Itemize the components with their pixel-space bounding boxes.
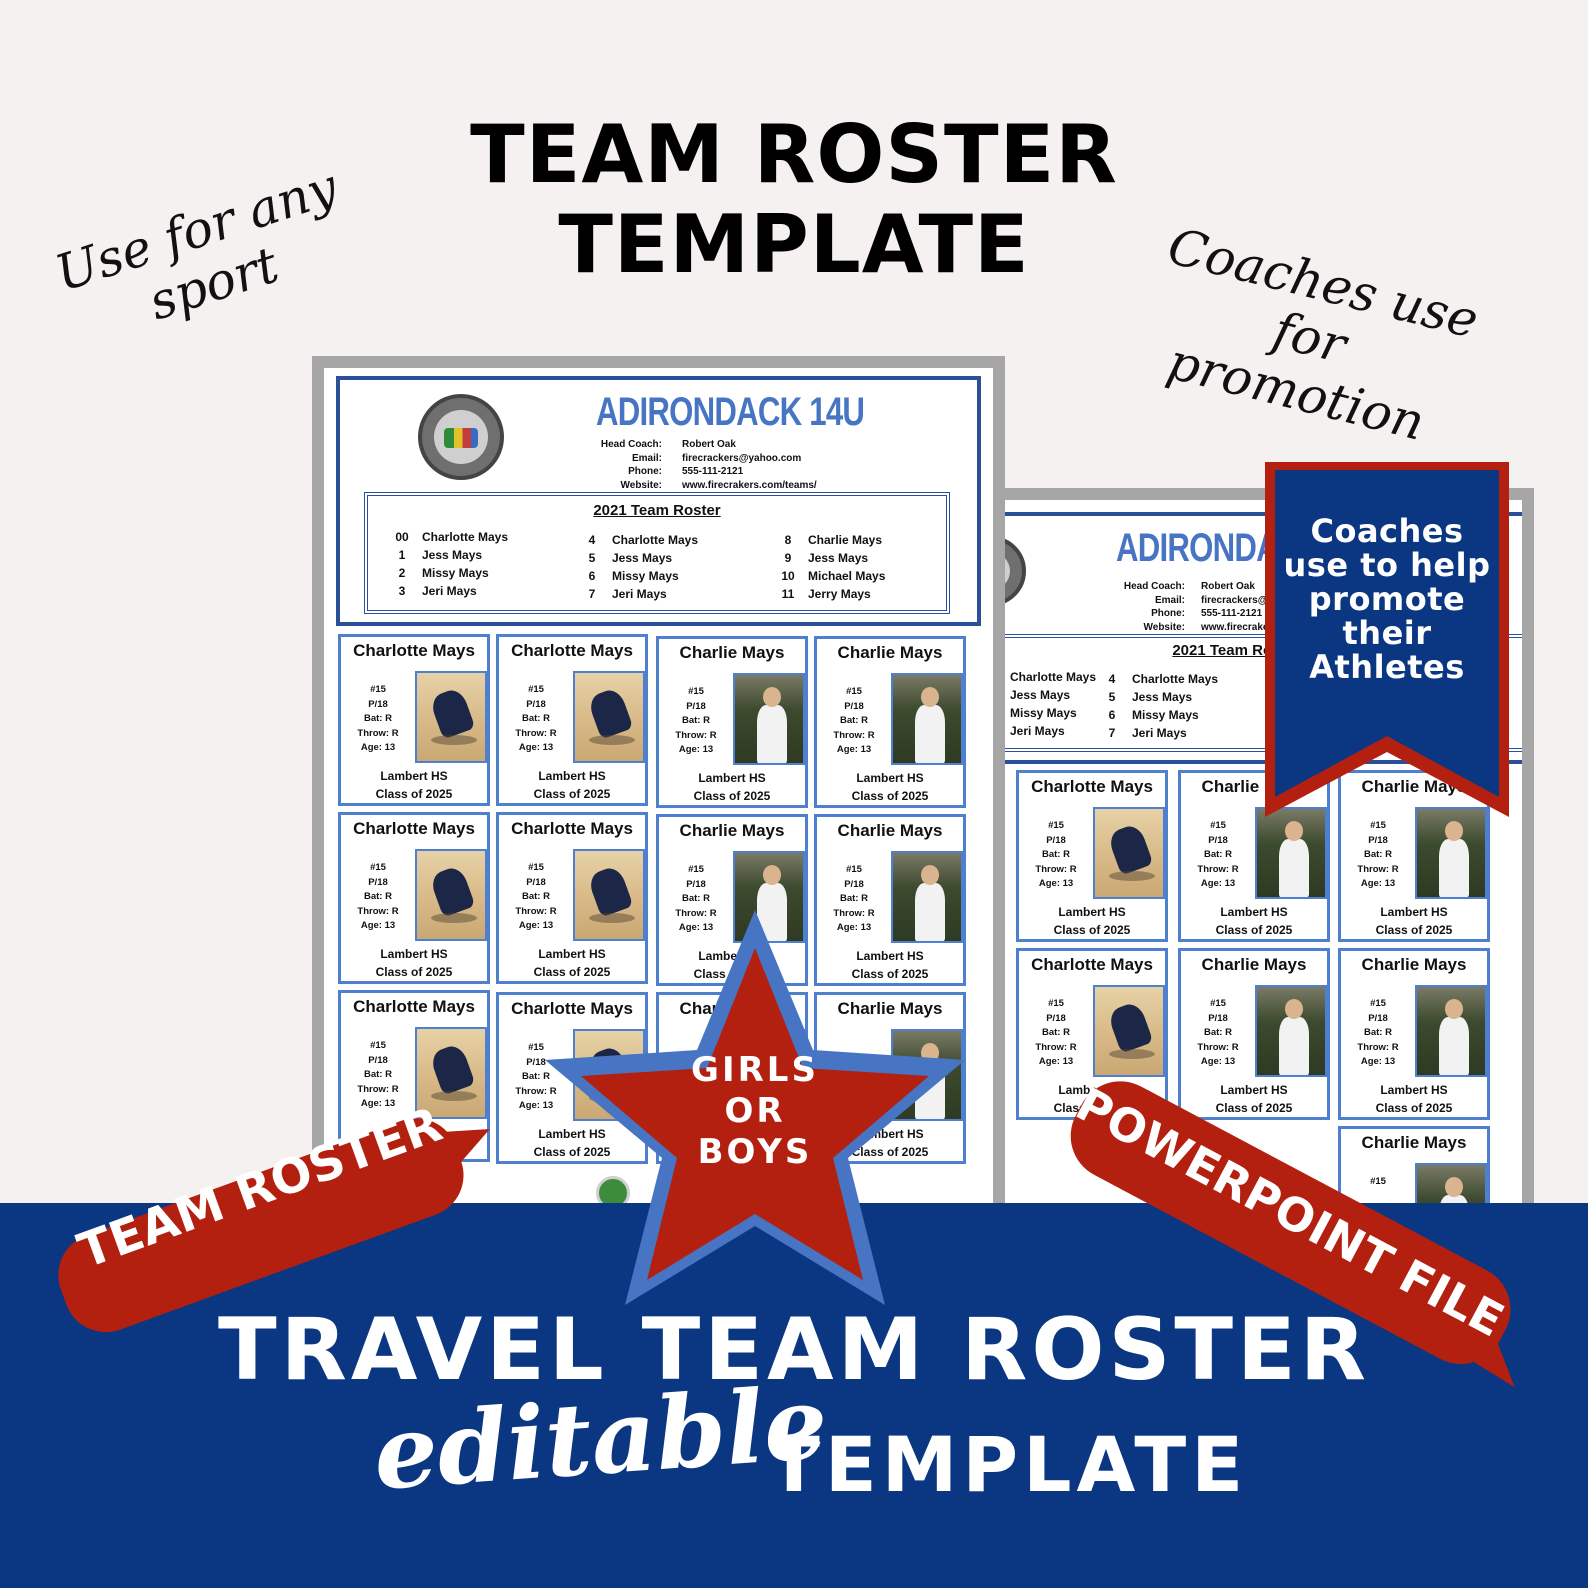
star-badge — [545, 910, 965, 1305]
star-line-1: GIRLS — [691, 1050, 819, 1090]
player-photo — [1093, 807, 1165, 899]
title-line-1: TEAM ROSTER — [470, 108, 1118, 201]
player-photo — [573, 671, 645, 763]
star-line-2: OR — [724, 1091, 786, 1131]
player-photo — [891, 673, 963, 765]
player-photo — [1415, 985, 1487, 1077]
league-logo-icon — [418, 394, 504, 480]
info-labels: Head Coach:Email:Phone:Website: — [1123, 581, 1185, 633]
ribbon-text: Coaches use to help promote their Athlet… — [1283, 512, 1491, 686]
player-photo — [1093, 985, 1165, 1077]
player-photo — [733, 673, 805, 765]
roster-box: 2021 Team Roster Charlotte Mays Jess May… — [1002, 634, 1522, 752]
player-photo — [1255, 985, 1327, 1077]
player-photo — [573, 849, 645, 941]
player-photo — [415, 849, 487, 941]
player-photo — [891, 851, 963, 943]
roster-title: 2021 Team Roster — [593, 502, 721, 519]
bubble-right — [1070, 1081, 1515, 1388]
star-text: GIRLS OR BOYS — [640, 1050, 870, 1173]
band-template-word: TEMPLATE — [768, 1420, 1249, 1509]
promo-ribbon — [1265, 462, 1509, 817]
main-title: TEAM ROSTER TEMPLATE — [0, 110, 1588, 290]
title-line-2: TEMPLATE — [558, 198, 1030, 291]
roster-column-1: Charlotte Mays Jess Mays Missy Mays Jeri… — [1010, 670, 1097, 738]
player-photo — [415, 1027, 487, 1119]
player-photo — [1255, 807, 1327, 899]
info-labels: Head Coach:Email:Phone:Website: — [600, 439, 662, 491]
sheet-header: ADIRONDACK 14U Head Coach:Email:Phone:We… — [336, 376, 981, 626]
bubble-left — [58, 1118, 490, 1333]
player-photo — [415, 671, 487, 763]
player-photo — [733, 851, 805, 943]
player-photo — [1415, 807, 1487, 899]
team-name: ADIRONDACK 14U — [596, 390, 865, 434]
band-headline: TRAVEL TEAM ROSTER — [217, 1300, 1371, 1400]
star-line-3: BOYS — [697, 1132, 813, 1172]
